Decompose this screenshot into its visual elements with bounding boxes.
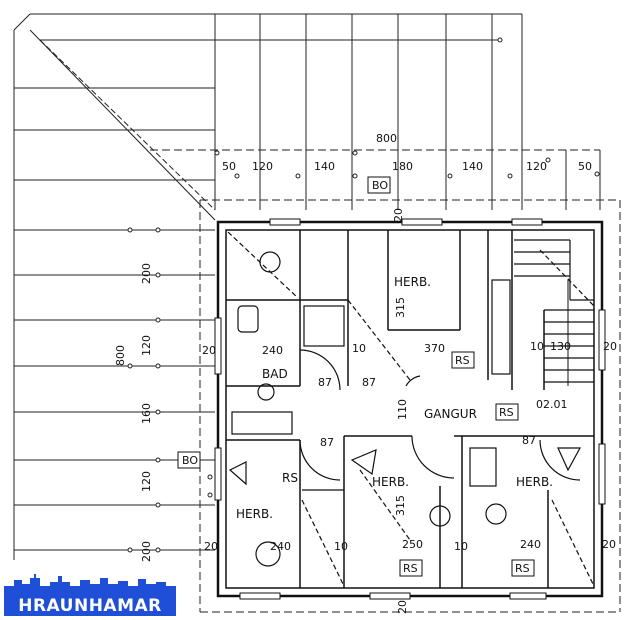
tag-rs-top: RS xyxy=(455,354,470,367)
dim-10-stair: 10 xyxy=(530,340,544,353)
fixtures xyxy=(227,231,595,587)
dim-wall-20-left2: 20 xyxy=(204,540,218,553)
room-label-rs-left: RS xyxy=(282,471,298,485)
dim-left-200b: 200 xyxy=(140,541,153,562)
dim-wall-20-right2: 20 xyxy=(602,538,616,551)
left-dimensions: 800 200 120 160 120 200 xyxy=(114,263,153,562)
roof-grid xyxy=(13,13,621,613)
dim-87d: 87 xyxy=(522,434,536,447)
dim-left-120b: 120 xyxy=(140,471,153,492)
dim-wall-20-top: 20 xyxy=(392,208,405,222)
dim-top-140a: 140 xyxy=(314,160,335,173)
room-label-herb-mid: HERB. xyxy=(372,475,409,489)
dim-top-120a: 120 xyxy=(252,160,273,173)
dim-left-160: 160 xyxy=(140,403,153,424)
dim-top-50b: 50 xyxy=(578,160,592,173)
dim-87b: 87 xyxy=(362,376,376,389)
tag-labels: BO BO RS RS RS RS xyxy=(182,179,530,575)
dim-87a: 87 xyxy=(318,376,332,389)
logo-text: HRAUNHAMAR xyxy=(4,596,176,616)
dim-370: 370 xyxy=(424,342,445,355)
dim-top-120b: 120 xyxy=(526,160,547,173)
dim-wall-20-bottom: 20 xyxy=(396,600,409,614)
tag-rs-gangur: RS xyxy=(499,406,514,419)
room-code: 02.01 xyxy=(536,398,568,411)
tag-bo-left: BO xyxy=(182,454,198,467)
tag-rs-bottom-right: RS xyxy=(515,562,530,575)
dim-315-mid: 315 xyxy=(394,495,407,516)
city-skyline-icon xyxy=(4,574,176,598)
room-label-gangur: GANGUR xyxy=(424,407,477,421)
dim-110: 110 xyxy=(396,399,409,420)
dim-10-bl: 10 xyxy=(334,540,348,553)
dim-240-bad: 240 xyxy=(262,344,283,357)
tag-bo-top: BO xyxy=(372,179,388,192)
dim-left-total: 800 xyxy=(114,345,127,366)
hraunhamar-logo: HRAUNHAMAR xyxy=(4,572,176,616)
dim-top-180: 180 xyxy=(392,160,413,173)
room-label-herb-right: HERB. xyxy=(516,475,553,489)
dim-315-top: 315 xyxy=(394,297,407,318)
dim-top-140b: 140 xyxy=(462,160,483,173)
room-label-herb-top: HERB. xyxy=(394,275,431,289)
room-label-herb-left: HERB. xyxy=(236,507,273,521)
interior-dimensions: 20 20 20 20 20 20 240 10 87 87 370 10 13… xyxy=(202,208,617,614)
dimension-dots xyxy=(127,37,600,553)
room-label-bad: BAD xyxy=(262,367,288,381)
dim-10-bm: 10 xyxy=(454,540,468,553)
tag-boxes xyxy=(177,176,535,577)
dim-left-200a: 200 xyxy=(140,263,153,284)
dim-87c: 87 xyxy=(320,436,334,449)
room-labels: HERB. BAD GANGUR RS HERB. HERB. HERB. 02… xyxy=(236,275,568,521)
dim-wall-20-left: 20 xyxy=(202,344,216,357)
dim-250: 250 xyxy=(402,538,423,551)
top-dimensions: 800 50 120 140 180 140 120 50 xyxy=(222,132,592,173)
dim-240-bl: 240 xyxy=(270,540,291,553)
dim-10-bad: 10 xyxy=(352,342,366,355)
dim-130: 130 xyxy=(550,340,571,353)
dim-left-120a: 120 xyxy=(140,335,153,356)
walls xyxy=(214,218,606,600)
dim-top-total: 800 xyxy=(376,132,397,145)
tag-rs-bottom-mid: RS xyxy=(403,562,418,575)
dim-240-br: 240 xyxy=(520,538,541,551)
dim-wall-20-right: 20 xyxy=(603,340,617,353)
dim-top-50a: 50 xyxy=(222,160,236,173)
